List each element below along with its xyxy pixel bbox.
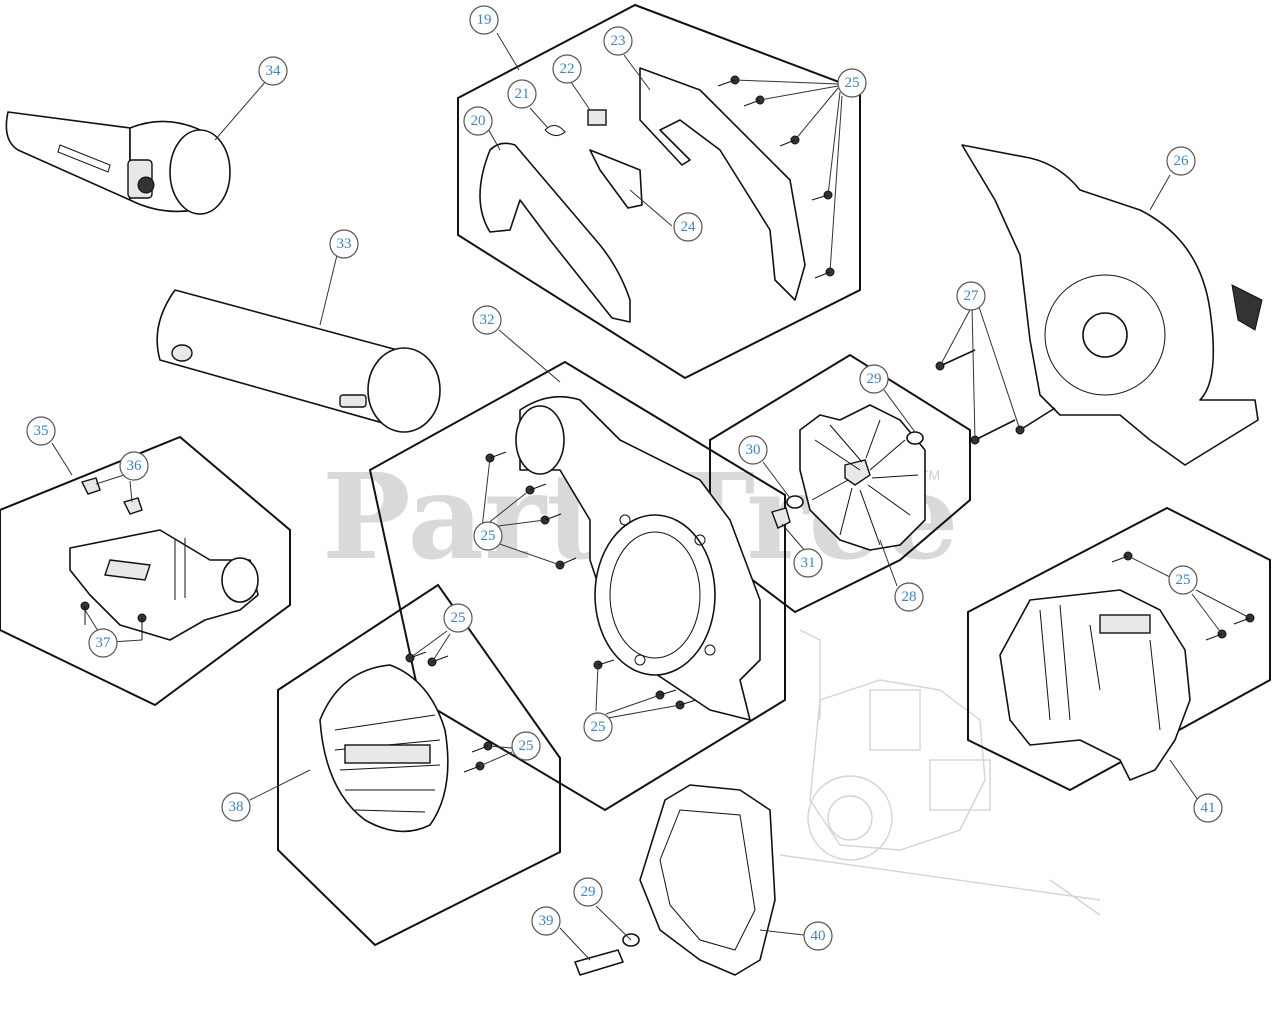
- group-tank-box: [0, 435, 291, 707]
- callout-22: 22: [552, 54, 582, 84]
- svg-text:25: 25: [1176, 572, 1191, 588]
- part-28-fan: [771, 404, 926, 551]
- callout-29-a: 29: [859, 364, 889, 394]
- svg-text:27: 27: [964, 288, 980, 304]
- svg-text:19: 19: [477, 12, 492, 28]
- part-34-nozzle: [5, 111, 231, 215]
- svg-text:39: 39: [539, 913, 554, 929]
- part-38-guard: [319, 664, 449, 833]
- callout-39: 39: [531, 906, 561, 936]
- callout-27: 27: [956, 281, 986, 311]
- part-23-handle-half: [639, 67, 806, 301]
- part-40-cover: [639, 784, 776, 976]
- callout-34: 34: [258, 56, 288, 86]
- part-32-fan-housing: [515, 395, 761, 721]
- callout-25-a: 25: [837, 68, 867, 98]
- leader-lines: [51, 32, 1251, 961]
- svg-text:25: 25: [845, 75, 860, 91]
- callout-25-f: 25: [583, 712, 613, 742]
- callout-30: 30: [738, 435, 768, 465]
- part-35-tank: [69, 529, 259, 641]
- svg-text:25: 25: [481, 528, 496, 544]
- part-27-bolts: [935, 349, 1056, 445]
- callout-21: 21: [507, 79, 537, 109]
- svg-text:21: 21: [515, 86, 530, 102]
- callout-31: 31: [793, 548, 823, 578]
- svg-text:41: 41: [1201, 800, 1216, 816]
- callout-36: 36: [119, 451, 149, 481]
- callout-24: 24: [673, 212, 703, 242]
- callout-25-e: 25: [511, 731, 541, 761]
- svg-text:29: 29: [867, 371, 882, 387]
- svg-text:22: 22: [560, 61, 575, 77]
- group-handle-box: [457, 3, 861, 380]
- svg-text:25: 25: [451, 610, 466, 626]
- callout-33: 33: [329, 229, 359, 259]
- group-guard-box: [277, 583, 561, 947]
- svg-text:36: 36: [127, 458, 143, 474]
- group-shroud-box: [967, 506, 1271, 792]
- svg-text:28: 28: [902, 589, 917, 605]
- callout-32: 32: [472, 305, 502, 335]
- svg-text:32: 32: [480, 312, 495, 328]
- callout-28: 28: [894, 582, 924, 612]
- callout-38: 38: [221, 792, 251, 822]
- svg-text:30: 30: [746, 442, 761, 458]
- svg-text:38: 38: [229, 799, 244, 815]
- callout-25-d: 25: [443, 603, 473, 633]
- callout-25-b: 25: [1168, 565, 1198, 595]
- svg-text:20: 20: [471, 113, 486, 129]
- callout-29-b: 29: [573, 877, 603, 907]
- svg-text:37: 37: [96, 635, 112, 651]
- callout-37: 37: [88, 628, 118, 658]
- svg-text:34: 34: [266, 63, 282, 79]
- callout-41: 41: [1193, 793, 1223, 823]
- svg-text:31: 31: [801, 555, 816, 571]
- svg-text:25: 25: [519, 738, 534, 754]
- part-33-tube: [156, 289, 441, 433]
- callout-19: 19: [469, 5, 499, 35]
- svg-text:40: 40: [811, 928, 826, 944]
- svg-text:25: 25: [591, 719, 606, 735]
- engine-ghost: [779, 629, 1101, 916]
- svg-text:26: 26: [1174, 153, 1190, 169]
- svg-text:35: 35: [34, 423, 49, 439]
- svg-text:23: 23: [611, 33, 626, 49]
- svg-text:33: 33: [337, 236, 352, 252]
- callout-20: 20: [463, 106, 493, 136]
- callout-40: 40: [803, 921, 833, 951]
- part-39-pin: [574, 949, 624, 976]
- svg-text:24: 24: [681, 219, 697, 235]
- part-36-clips: [80, 477, 143, 515]
- part-41-shroud: [999, 589, 1191, 781]
- part-22-switch: [587, 109, 607, 126]
- callout-26: 26: [1166, 146, 1196, 176]
- part-24-trigger: [589, 149, 643, 209]
- svg-text:29: 29: [581, 884, 596, 900]
- part-21-spring: [544, 125, 566, 136]
- callouts: 19 20 21 22 23 24 25 25 26 27 29 30 31 2…: [26, 5, 1223, 951]
- callout-35: 35: [26, 416, 56, 446]
- callout-23: 23: [603, 26, 633, 56]
- callout-25-c: 25: [473, 521, 503, 551]
- part-20-handle: [479, 142, 631, 323]
- part-26-housing: [961, 144, 1263, 466]
